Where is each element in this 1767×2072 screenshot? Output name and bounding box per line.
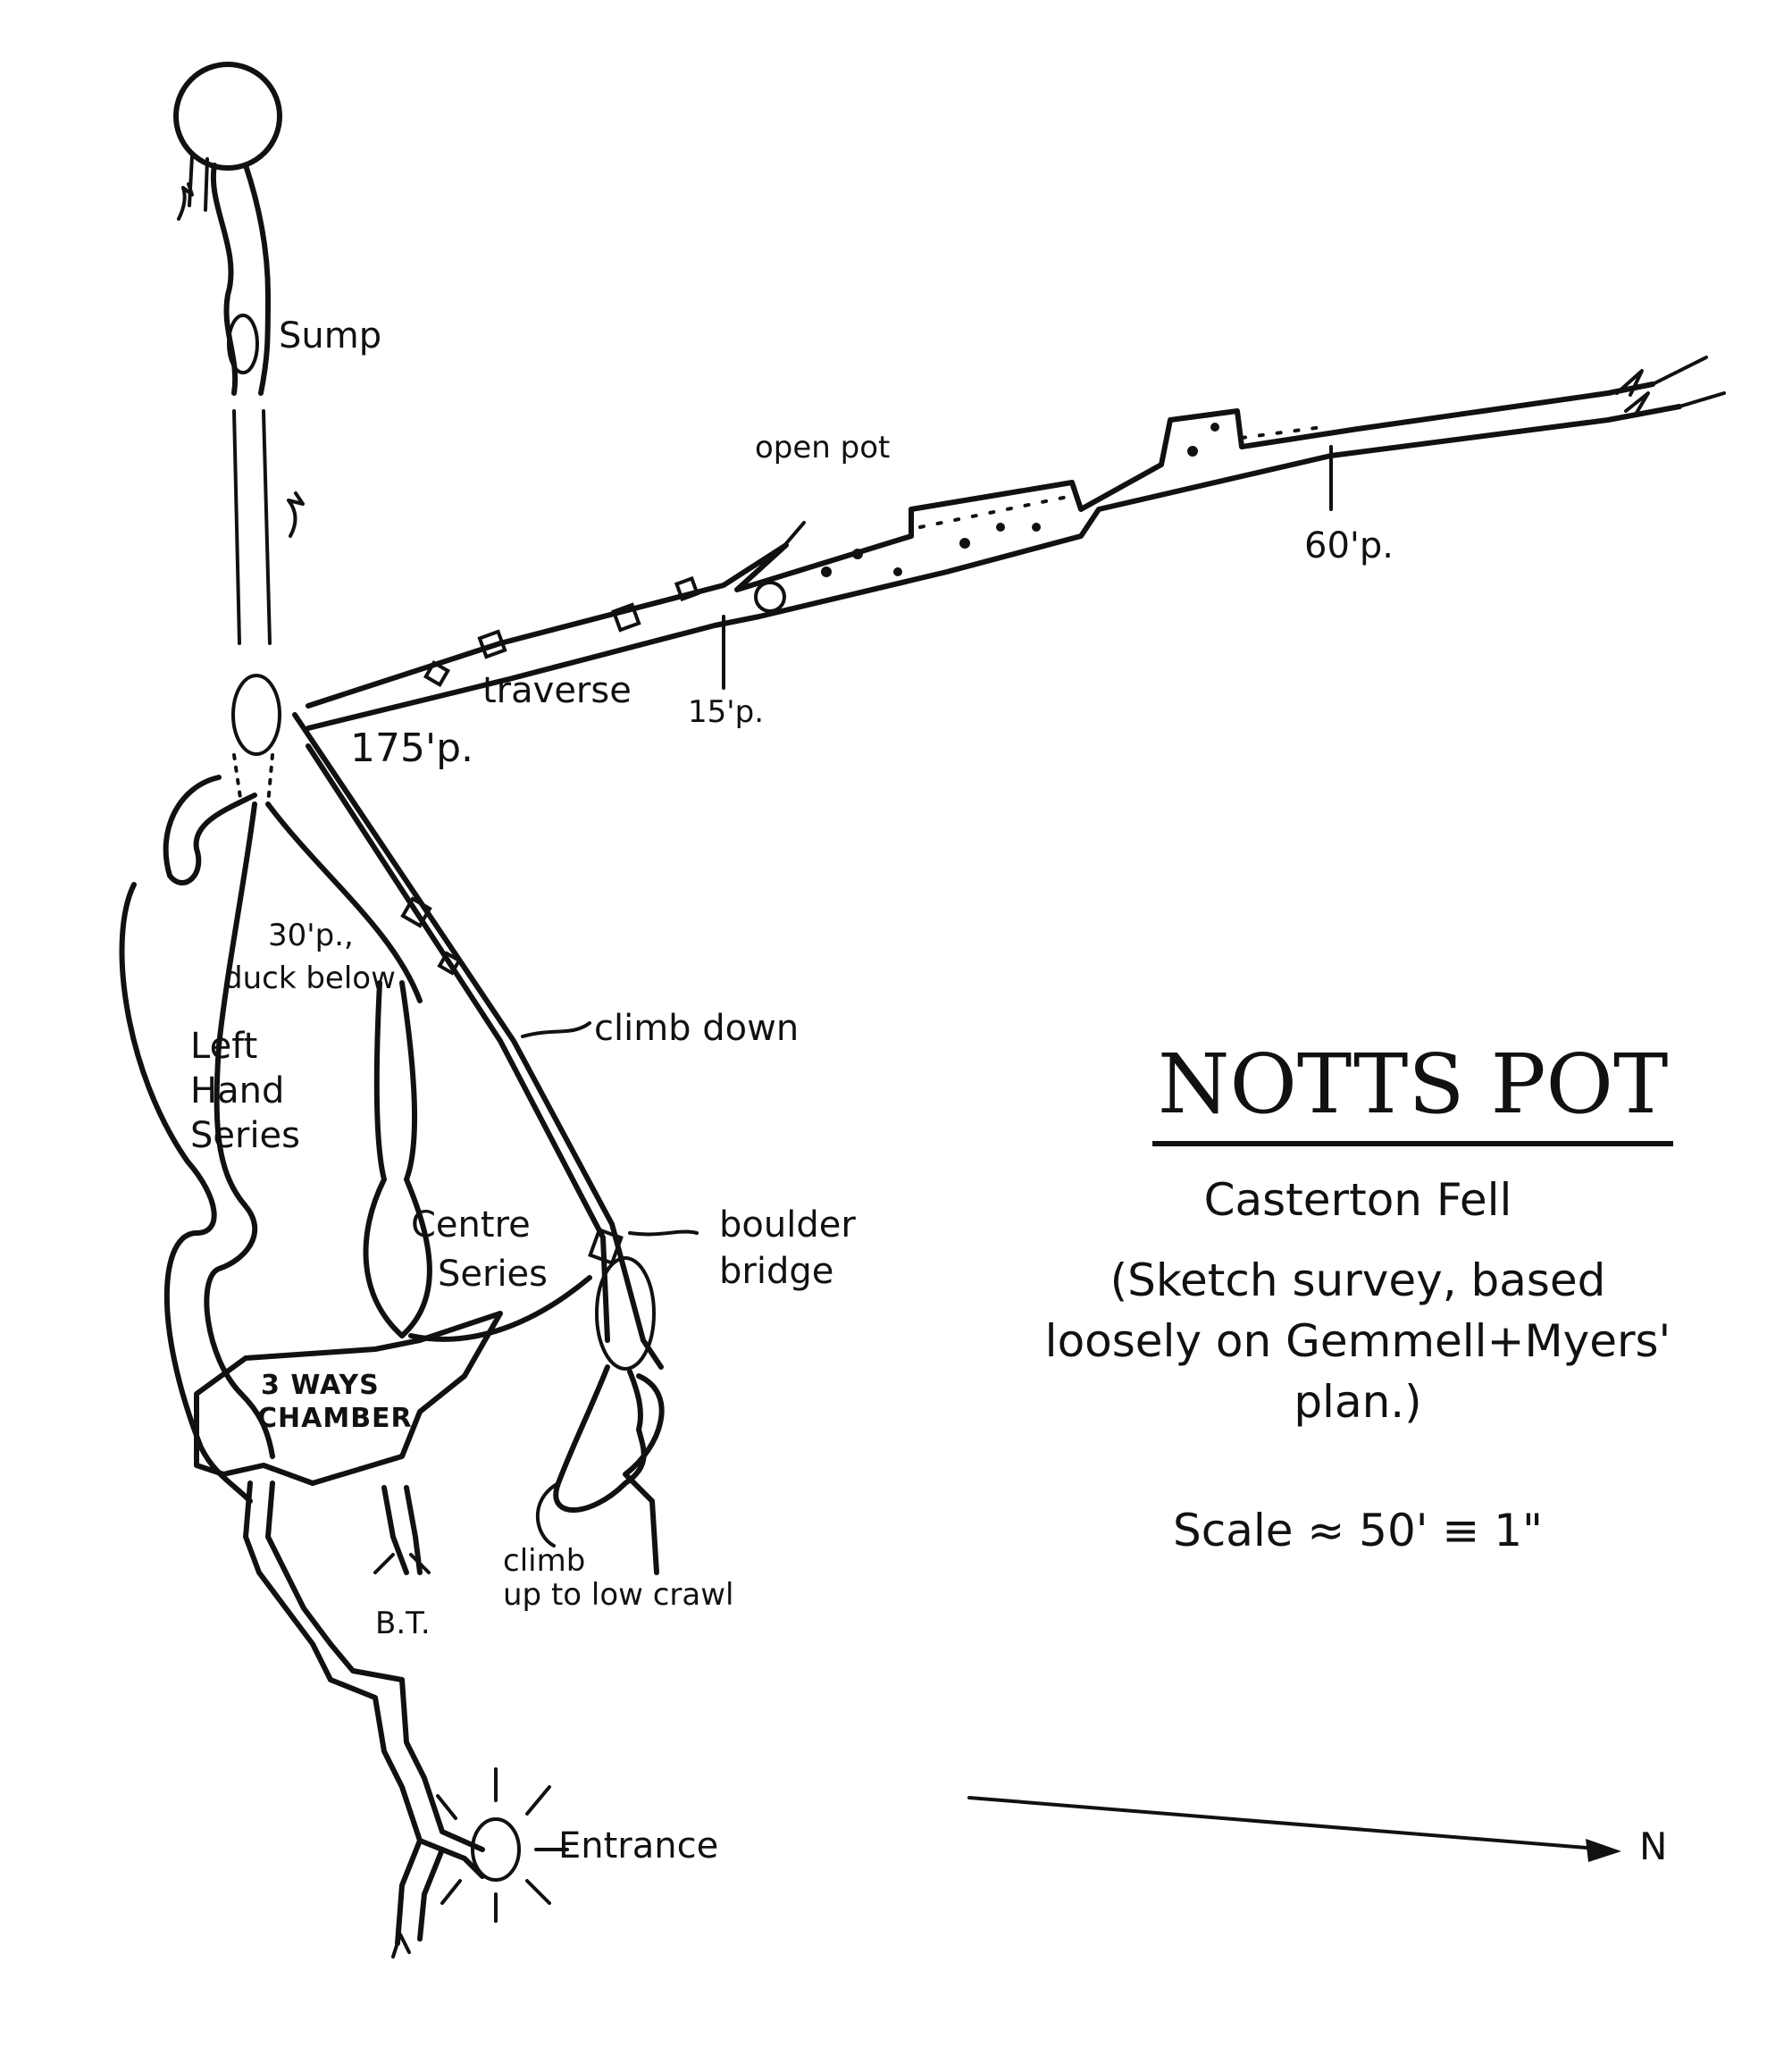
label-climb-up-2: up to low crawl [503,1577,734,1613]
main-streamway-north-wall [306,382,1655,709]
map-note-line1: (Sketch survey, based [1110,1254,1606,1306]
boulder-bridge [588,1227,624,1266]
label-175p: 175'p. [350,726,473,771]
pitch-175 [231,674,281,756]
label-open-pot: open pot [755,430,891,466]
climb-up-passage [553,1364,647,1513]
north-label: N [1639,1825,1668,1868]
entrance-lower-passage [395,1838,445,1946]
open-pot-shaft [754,581,786,613]
centre-series-link [408,1275,592,1342]
streamway-end [1651,356,1726,408]
centre-series-loop [363,980,432,1338]
north-arrow-head [1586,1839,1621,1862]
label-bt: B.T. [375,1606,431,1641]
label-climb-up-1: climb [503,1543,586,1579]
open-pot-leader [775,521,806,556]
streamway-arrow [1615,369,1650,415]
label-left-hand-2: Hand [190,1070,285,1111]
flow-arrow-mid [287,491,305,538]
boulder-chamber [595,1256,656,1371]
boulder [437,951,462,976]
north-arrow-line [967,1796,1610,1851]
label-left-hand-1: Left [190,1026,258,1067]
boulder [674,575,700,602]
label-climb-down: climb down [594,1008,800,1049]
flow-arrow-bottom [391,1933,411,1959]
sump-stream-passage [232,409,272,645]
entrance-rays [436,1767,569,1923]
flow-arrow-top [177,182,194,221]
label-60p: 60'p. [1304,525,1394,566]
label-entrance: Entrance [558,1825,719,1866]
boulder [423,659,451,688]
label-15p: 15'p. [688,694,764,730]
entrance-shaft [471,1817,521,1882]
map-note-line2: loosely on Gemmell+Myers' [1044,1315,1671,1367]
boulder [477,629,507,659]
map-note-line3: plan.) [1294,1376,1422,1428]
entrance-passage [243,1481,485,1879]
boulder-bridge-leader [628,1229,699,1237]
label-centre-2: Series [438,1254,549,1295]
left-hand-series-outer [119,882,253,1504]
sump-pool [227,314,259,374]
three-ways-chamber [194,1311,503,1486]
label-centre-1: Centre [411,1204,531,1246]
climb-down-leader [521,1021,591,1038]
boulder [611,602,641,633]
label-boulder-2: bridge [719,1251,834,1292]
centre-series-upper [265,801,423,1003]
bt-branch [373,1553,431,1574]
label-boulder-1: boulder [719,1204,856,1246]
passage-to-sump [210,163,239,396]
left-hand-series-inner [204,801,275,1459]
label-30p: 30'p., [268,918,354,953]
climb-up-leader [535,1481,560,1548]
passage-to-sump-wall [243,163,271,396]
map-scale: Scale ≈ 50' ≡ 1" [1172,1505,1544,1556]
boulder [400,896,432,928]
inlet-stream [188,155,209,212]
terminal-chamber [173,62,282,171]
map-location: Casterton Fell [1203,1174,1512,1226]
low-crawl [623,1373,665,1575]
label-three-ways-2: CHAMBER [257,1403,413,1434]
main-route-passage [292,712,664,1370]
label-duck-below: duck below [223,961,396,996]
main-streamway-south-wall [306,404,1682,731]
label-left-hand-3: Series [190,1115,301,1156]
label-traverse: traverse [482,670,632,711]
left-hand-loop [163,775,257,885]
pitch-dotted [232,753,274,806]
streamway-dotted [918,425,1324,529]
map-title: NOTTS POT [1152,1036,1674,1146]
label-three-ways-1: 3 WAYS [261,1370,380,1401]
label-sump: Sump [279,315,382,357]
